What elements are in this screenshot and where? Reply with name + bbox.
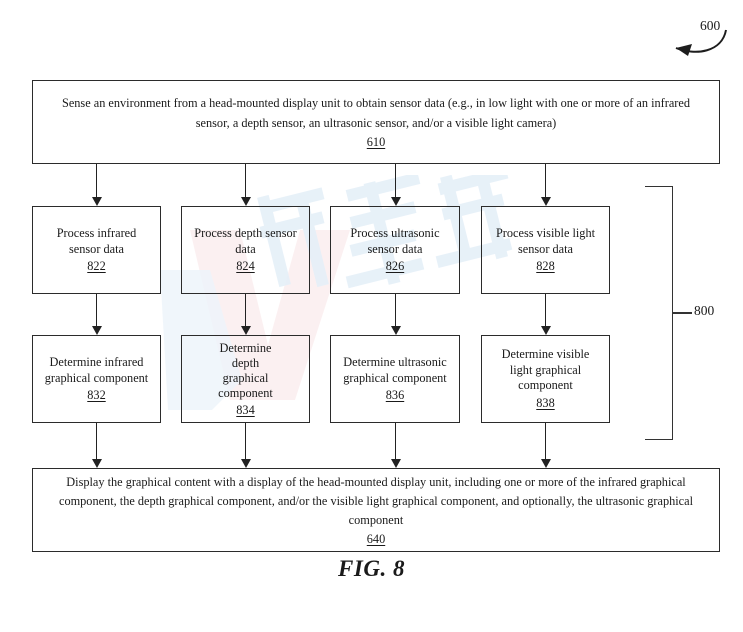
step-838-text: Determine visible light graphical compon…: [501, 346, 590, 393]
reference-label-600: 600: [700, 18, 721, 33]
group-bracket-800: [645, 186, 673, 440]
step-832-ref: 832: [87, 388, 106, 403]
step-824-text: Process depth sensor data: [194, 225, 297, 256]
step-822-box: Process infrared sensor data 822: [32, 206, 161, 294]
arrow-822-to-832: [91, 294, 102, 335]
arrow-826-to-836: [390, 294, 401, 335]
figure-caption: FIG. 8: [338, 556, 405, 581]
arrow-610-to-822: [91, 164, 102, 206]
step-610-box: Sense an environment from a head-mounted…: [32, 80, 720, 164]
step-832-text: Determine infrared graphical component: [44, 354, 149, 385]
step-838-box: Determine visible light graphical compon…: [481, 335, 610, 423]
step-640-box: Display the graphical content with a dis…: [32, 468, 720, 552]
step-822-text: Process infrared sensor data: [56, 225, 137, 256]
step-640-ref: 640: [366, 532, 386, 547]
step-610-text: Sense an environment from a head-mounted…: [61, 96, 690, 130]
step-836-box: Determine ultrasonic graphical component…: [330, 335, 460, 423]
step-828-box: Process visible light sensor data 828: [481, 206, 610, 294]
group-bracket-tick: [672, 312, 692, 314]
arrow-824-to-834: [240, 294, 251, 335]
arrow-832-to-640: [91, 423, 102, 468]
reference-lead-600: [675, 29, 727, 56]
step-610-ref: 610: [366, 134, 386, 149]
reference-label-800: 800: [694, 303, 715, 318]
step-826-box: Process ultrasonic sensor data 826: [330, 206, 460, 294]
step-832-box: Determine infrared graphical component 8…: [32, 335, 161, 423]
arrow-838-to-640: [540, 423, 551, 468]
step-826-text: Process ultrasonic sensor data: [350, 225, 440, 256]
arrow-610-to-826: [390, 164, 401, 206]
step-834-box: Determine depth graphical component 834: [181, 335, 310, 423]
arrow-834-to-640: [240, 423, 251, 468]
step-836-ref: 836: [385, 388, 405, 403]
arrow-610-to-828: [540, 164, 551, 206]
arrow-828-to-838: [540, 294, 551, 335]
step-824-box: Process depth sensor data 824: [181, 206, 310, 294]
step-836-text: Determine ultrasonic graphical component: [343, 354, 447, 385]
step-834-text: Determine depth graphical component: [218, 340, 273, 400]
step-828-ref: 828: [536, 259, 555, 274]
step-640-text: Display the graphical content with a dis…: [58, 474, 694, 528]
step-824-ref: 824: [236, 259, 255, 274]
step-834-ref: 834: [236, 402, 255, 417]
step-822-ref: 822: [87, 259, 106, 274]
step-826-ref: 826: [385, 259, 405, 274]
step-838-ref: 838: [536, 396, 555, 411]
step-828-text: Process visible light sensor data: [495, 225, 596, 256]
arrow-610-to-824: [240, 164, 251, 206]
arrow-836-to-640: [390, 423, 401, 468]
